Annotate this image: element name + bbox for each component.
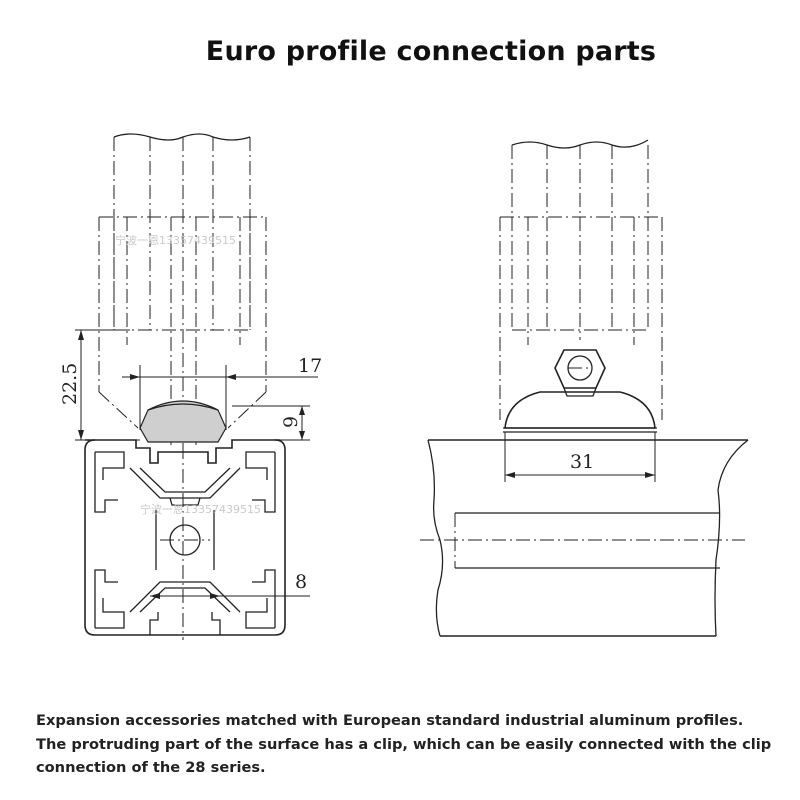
dim-height-label: 22.5 [59, 363, 81, 405]
dim-clip-label: 9 [280, 416, 302, 428]
clip-shape [139, 400, 227, 443]
watermark-middle: 宁波一恩13357439515 [140, 502, 261, 516]
description-text: Expansion accessories matched with Europ… [36, 712, 772, 776]
page-title: Euro profile connection parts [205, 36, 657, 67]
dim-slot-label: 8 [295, 571, 307, 593]
right-view: 31 [420, 139, 749, 637]
dim-neck-label: 17 [298, 355, 322, 377]
left-view: 22.5 17 9 8 宁波一恩13357439515 宁波一恩13357439… [59, 133, 322, 640]
dim-base-label: 31 [570, 451, 594, 473]
watermark-top: 宁波一恩13357439515 [115, 233, 236, 247]
